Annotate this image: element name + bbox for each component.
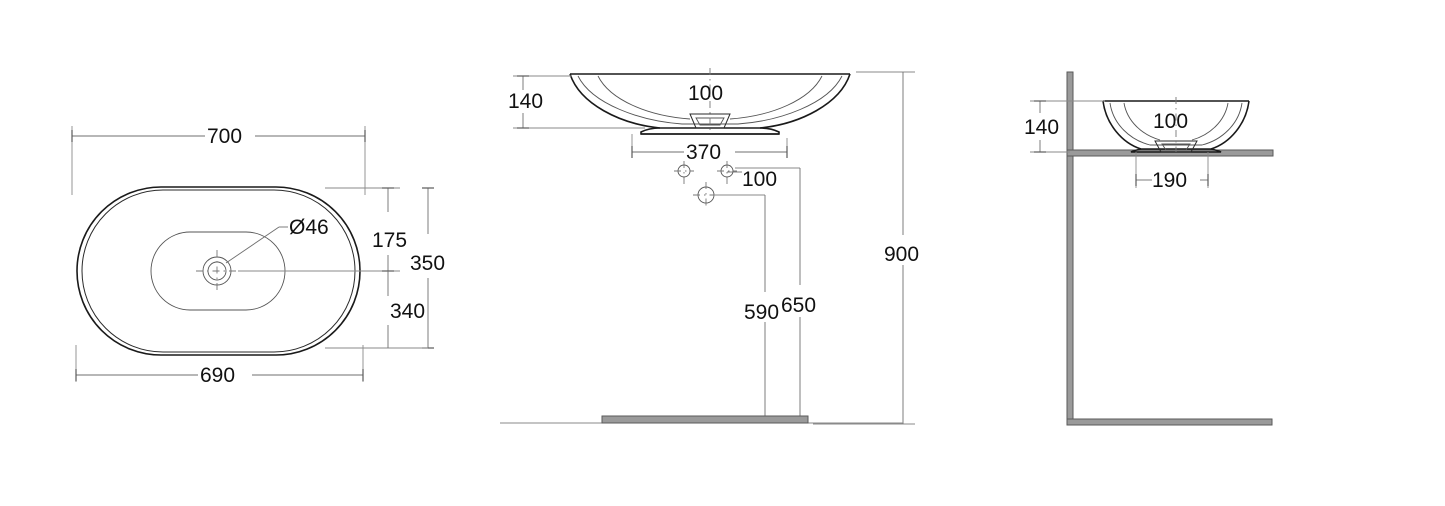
dim-190-group: 190 <box>1135 152 1209 192</box>
tap-hole-left <box>674 161 694 184</box>
dim-trap-height: 590 <box>744 301 779 324</box>
dim-overall-width: 700 <box>207 125 242 148</box>
side-wall <box>1066 71 1074 426</box>
dim-bowl-depth: 340 <box>390 300 425 323</box>
side-floor <box>1066 418 1273 426</box>
dim-tap-hole-spread: 370 <box>686 141 721 164</box>
dim-700-group: 700 <box>71 125 366 195</box>
plan-view: Ø46 700 690 1 <box>71 125 445 387</box>
tap-hole-right <box>717 161 737 184</box>
plan-drain-leader <box>225 226 288 264</box>
plan-drain-hole <box>196 250 238 292</box>
front-floor-block <box>601 415 809 424</box>
dim-175-group: 175 <box>238 187 407 272</box>
dim-basin-height-front: 140 <box>508 90 543 113</box>
plan-inner-bowl-outline <box>150 231 286 311</box>
side-elevation-view: 100 140 190 <box>1024 71 1274 426</box>
dim-370-group: 370 <box>631 134 788 164</box>
dim-basin-height-side: 140 <box>1024 116 1059 139</box>
dim-bowl-depth-side: 100 <box>1153 110 1188 133</box>
dim-supply-height: 650 <box>781 294 816 317</box>
plan-outer-outline <box>76 186 361 356</box>
dim-140-side-group: 140 <box>1024 100 1105 153</box>
dim-basin-footprint: 190 <box>1152 169 1187 192</box>
dim-140-front-group: 140 <box>508 75 645 129</box>
dim-rim-height: 900 <box>884 243 919 266</box>
dim-590-group: 590 <box>714 194 779 420</box>
dim-bowl-width: 690 <box>200 364 235 387</box>
front-overflow-slot <box>689 113 731 129</box>
dim-overall-depth: 350 <box>410 252 445 275</box>
side-overflow-slot <box>1154 140 1198 153</box>
dim-drain-diameter: Ø46 <box>289 216 329 239</box>
side-counter-top <box>1066 149 1274 157</box>
dim-drain-offset: 175 <box>372 229 407 252</box>
dim-tap-hole-pitch: 100 <box>742 168 777 191</box>
dim-650-group: 650 <box>735 167 816 420</box>
dim-690-group: 690 <box>75 345 364 387</box>
dim-bowl-depth-front: 100 <box>688 82 723 105</box>
front-elevation-view: 100 140 370 <box>500 68 919 425</box>
dim-900-group: 900 <box>813 71 919 425</box>
dim-340-group: 340 <box>325 271 428 349</box>
dim-100-tap-pitch-group: 100 <box>727 168 777 191</box>
front-floor <box>500 415 903 424</box>
